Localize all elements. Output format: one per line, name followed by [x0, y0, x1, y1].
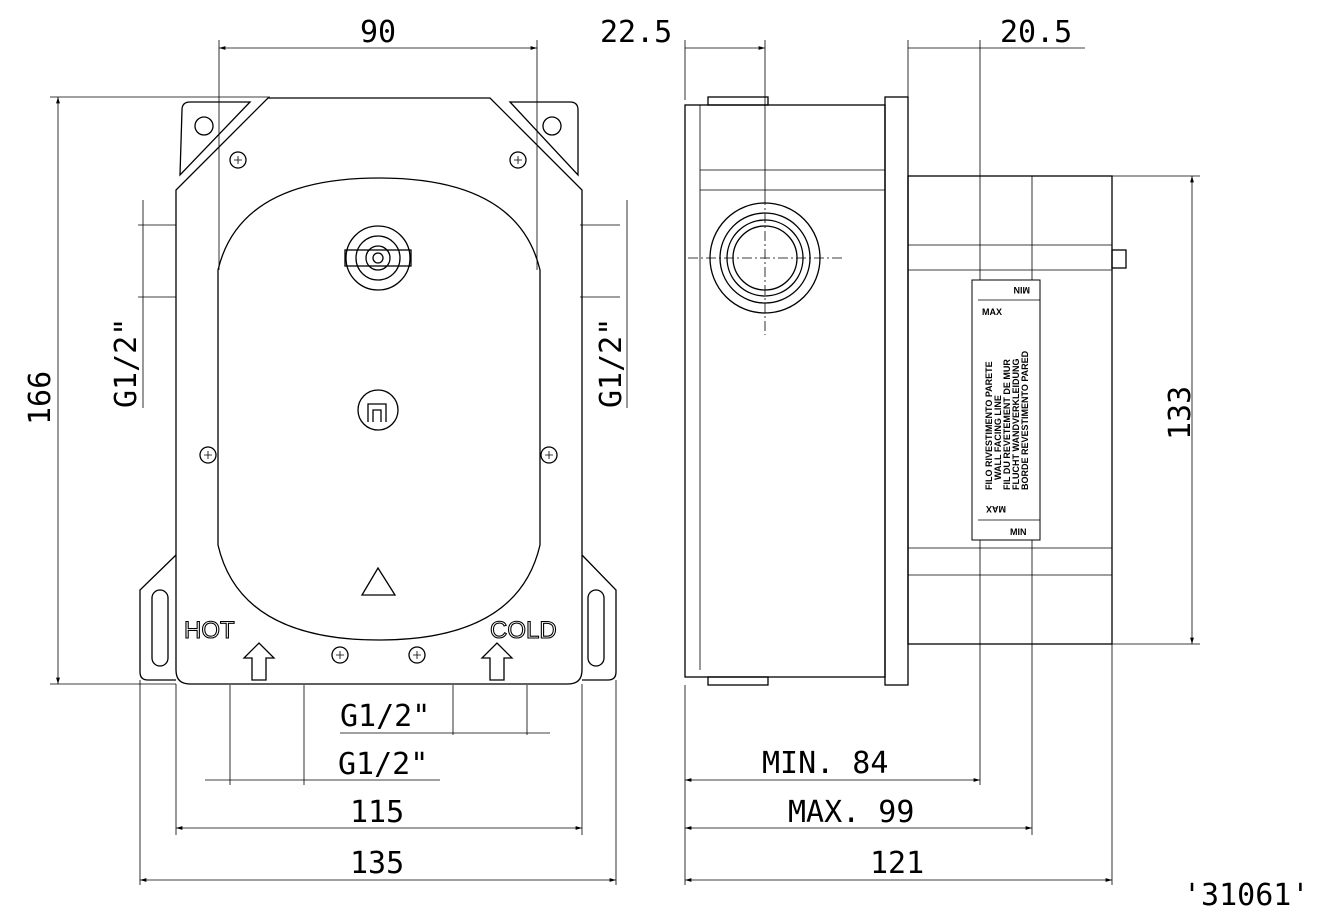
slot-right	[587, 589, 605, 667]
side-view: MIN MAX MAX MIN FILO RIVESTIMENTO PARETE…	[600, 15, 1200, 885]
dim-20-5: 20.5	[1000, 15, 1072, 50]
body-outline	[175, 97, 583, 685]
inlet-port-icon	[688, 195, 845, 335]
logo-mark	[367, 403, 387, 422]
front-view: HOT COLD 90 166 G1/2" G1/2" G1/2" G1/2" …	[23, 15, 629, 885]
dim-121: 121	[870, 846, 924, 881]
body-side	[684, 104, 886, 678]
dim-166: 166	[23, 371, 58, 425]
label-cold: COLD	[490, 617, 557, 644]
label-hot: HOT	[184, 617, 235, 644]
svg-text:BORDE REVESTIMENTO PARED: BORDE REVESTIMENTO PARED	[1020, 350, 1030, 490]
mounting-plate	[179, 101, 579, 177]
dim-thread-left: G1/2"	[109, 318, 144, 408]
dim-thread-bottom-2: G1/2"	[338, 747, 428, 782]
bottom-ears	[139, 554, 617, 681]
dim-thread-right: G1/2"	[594, 318, 629, 408]
dim-135: 135	[350, 846, 404, 881]
arrow-up-icon	[242, 642, 276, 681]
wall-line-text: FILO RIVESTIMENTO PARETE WALL FACING LIN…	[984, 350, 1030, 490]
svg-text:FIL DU REVETEMENT DE MUR: FIL DU REVETEMENT DE MUR	[1002, 359, 1012, 490]
logo-icon	[357, 389, 399, 431]
dim-22-5: 22.5	[600, 15, 672, 50]
dim-133: 133	[1163, 386, 1198, 440]
wall-line-label	[971, 279, 1041, 541]
dim-min-84: MIN. 84	[762, 746, 888, 781]
recycle-icon	[360, 566, 397, 596]
valve-spindle-icon	[344, 225, 412, 291]
dim-90: 90	[360, 15, 396, 50]
svg-text:WALL FACING LINE: WALL FACING LINE	[993, 395, 1003, 480]
svg-text:FLUCHT WANDVERKLEIDUNG: FLUCHT WANDVERKLEIDUNG	[1011, 359, 1021, 491]
svg-text:FILO RIVESTIMENTO PARETE: FILO RIVESTIMENTO PARETE	[984, 361, 994, 490]
screw-icon	[199, 151, 558, 664]
drawing-code: '31061'	[1183, 878, 1309, 910]
label-max-bottom: MAX	[986, 504, 1006, 514]
cover-oval	[217, 177, 541, 641]
label-max-top: MAX	[982, 307, 1002, 317]
dim-115: 115	[350, 795, 404, 830]
label-min-top: MIN	[1014, 285, 1031, 295]
mount-hole-icon	[542, 116, 562, 136]
flange	[884, 96, 909, 686]
mount-hole-icon	[194, 116, 214, 136]
label-min-bottom: MIN	[1010, 527, 1027, 537]
dim-max-99: MAX. 99	[788, 795, 914, 830]
box-extension	[907, 175, 1113, 645]
dim-thread-bottom-1: G1/2"	[340, 699, 430, 734]
arrow-up-icon	[480, 642, 514, 681]
slot-left	[151, 589, 169, 667]
